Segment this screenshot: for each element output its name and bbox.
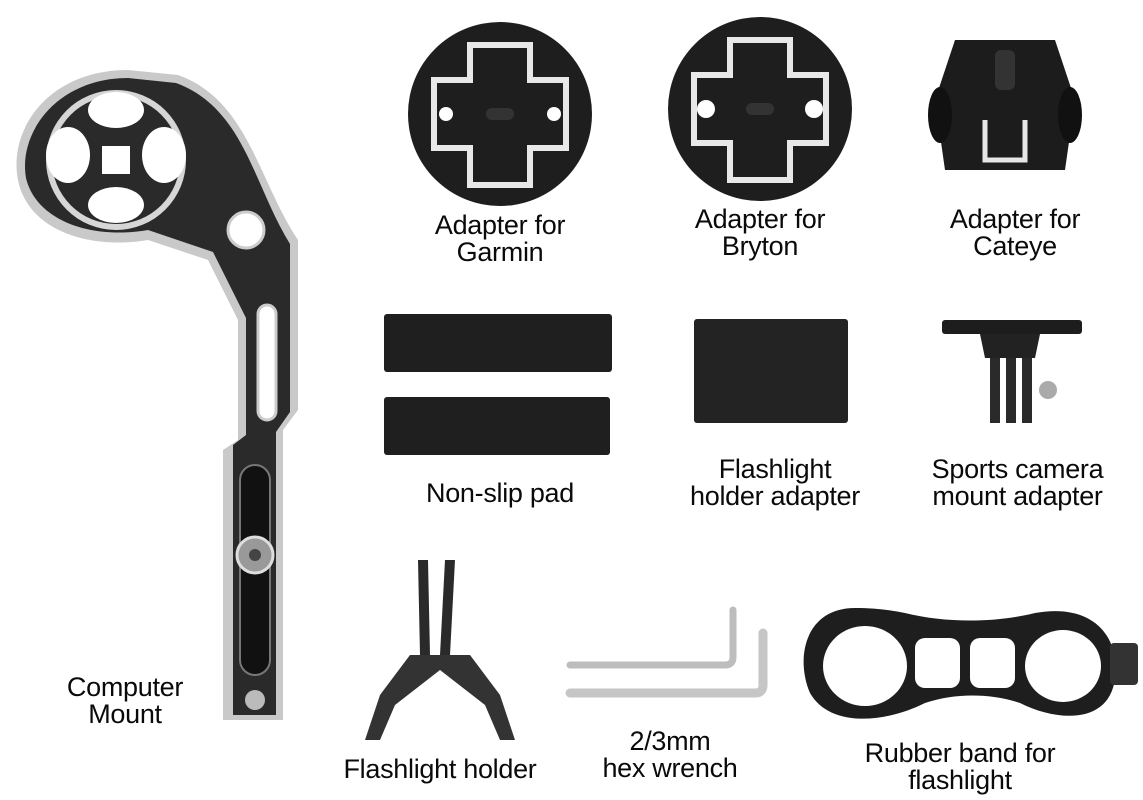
sports-camera-adapter-image (940, 318, 1090, 433)
flashlight-holder-label: Flashlight holder (343, 754, 537, 784)
non-slip-pad-label: Non-slip pad (426, 478, 574, 508)
cateye-adapter-label: Adapter for Cateye (949, 204, 1081, 261)
bryton-adapter-label: Adapter for Bryton (694, 204, 826, 261)
bryton-adapter-image (666, 15, 854, 203)
cateye-adapter-image (925, 20, 1085, 190)
computer-mount-label: Computer Mount (66, 672, 184, 729)
garmin-adapter-label: Adapter for Garmin (434, 210, 566, 267)
computer-mount-image (8, 60, 308, 740)
flashlight-holder-image (350, 555, 530, 745)
garmin-adapter-image (406, 20, 594, 208)
hex-wrench-label: 2/3mm hex wrench (602, 726, 738, 783)
rubber-band-image (795, 598, 1140, 733)
sports-camera-adapter-label: Sports camera mount adapter (931, 454, 1104, 511)
flashlight-holder-adapter-label: Flashlight holder adapter (690, 454, 860, 511)
hex-wrench-image (565, 605, 775, 705)
flashlight-holder-adapter-image (692, 317, 850, 425)
rubber-band-label: Rubber band for flashlight (864, 738, 1056, 795)
non-slip-pad-image (382, 312, 614, 462)
